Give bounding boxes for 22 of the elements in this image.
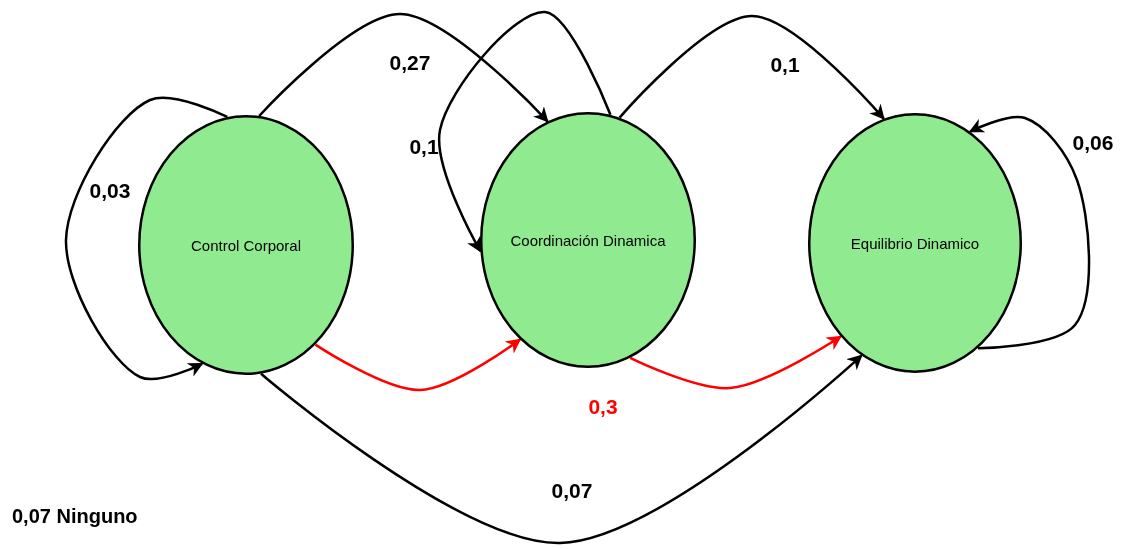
- arrow: [258, 12, 549, 123]
- probability-label: 0,06: [1072, 131, 1114, 153]
- probability-label: 0,03: [89, 179, 131, 201]
- probability-label: 0,07: [551, 479, 593, 501]
- state-name: Control Corporal: [190, 236, 301, 254]
- state-ellipse: [138, 115, 354, 375]
- state-name: Equilibrio Dinamico: [850, 234, 980, 252]
- arrow: [618, 14, 885, 120]
- probability-label: 0,1: [770, 53, 800, 75]
- arrow: [437, 10, 612, 253]
- state-name: Coordinación Dinamica: [510, 231, 666, 249]
- arrow: [260, 354, 863, 545]
- note-label: 0,07 Ninguno: [12, 505, 138, 528]
- arrow: [314, 338, 522, 392]
- state-ellipse: [480, 112, 696, 368]
- arrow: [629, 335, 842, 390]
- state-ellipse: [808, 113, 1022, 373]
- arrow: [64, 96, 228, 381]
- probability-label: 0,3: [588, 395, 618, 417]
- arrow: [968, 115, 1091, 350]
- probability-label: 0,27: [389, 51, 431, 73]
- probability-label: 0,1: [409, 135, 439, 157]
